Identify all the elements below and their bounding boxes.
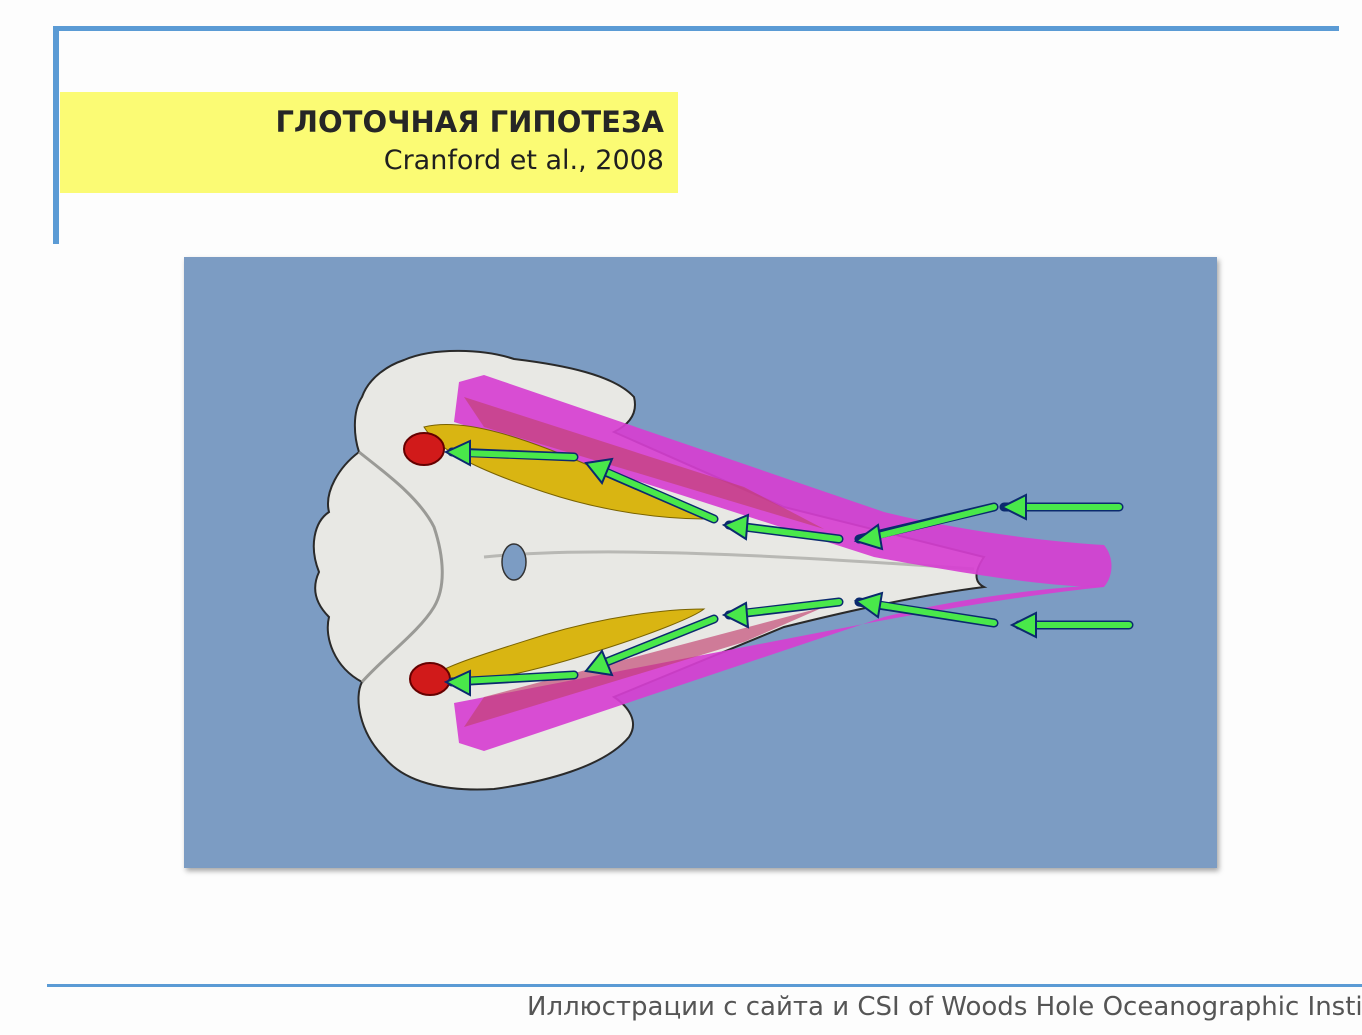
nasal-opening	[502, 544, 526, 580]
skull-figure	[184, 257, 1217, 868]
left-accent-rule	[53, 26, 59, 244]
lower-ear-bone	[410, 663, 450, 695]
slide-subtitle: Cranford et al., 2008	[60, 142, 664, 180]
upper-ear-bone	[404, 433, 444, 465]
skull-cranium	[314, 351, 984, 790]
skull-illustration	[184, 257, 1217, 868]
bottom-accent-rule	[47, 984, 1362, 987]
slide-title: ГЛОТОЧНАЯ ГИПОТЕЗА	[60, 102, 664, 142]
top-accent-rule	[53, 26, 1339, 31]
image-credit-caption: Иллюстрации с сайта и CSI of Woods Hole …	[527, 990, 1362, 1030]
title-box: ГЛОТОЧНАЯ ГИПОТЕЗА Cranford et al., 2008	[60, 92, 678, 193]
arrowhead-lower-1	[1012, 613, 1036, 637]
arrowhead-upper-1	[1002, 495, 1026, 519]
arrow-upper-5	[464, 453, 574, 457]
